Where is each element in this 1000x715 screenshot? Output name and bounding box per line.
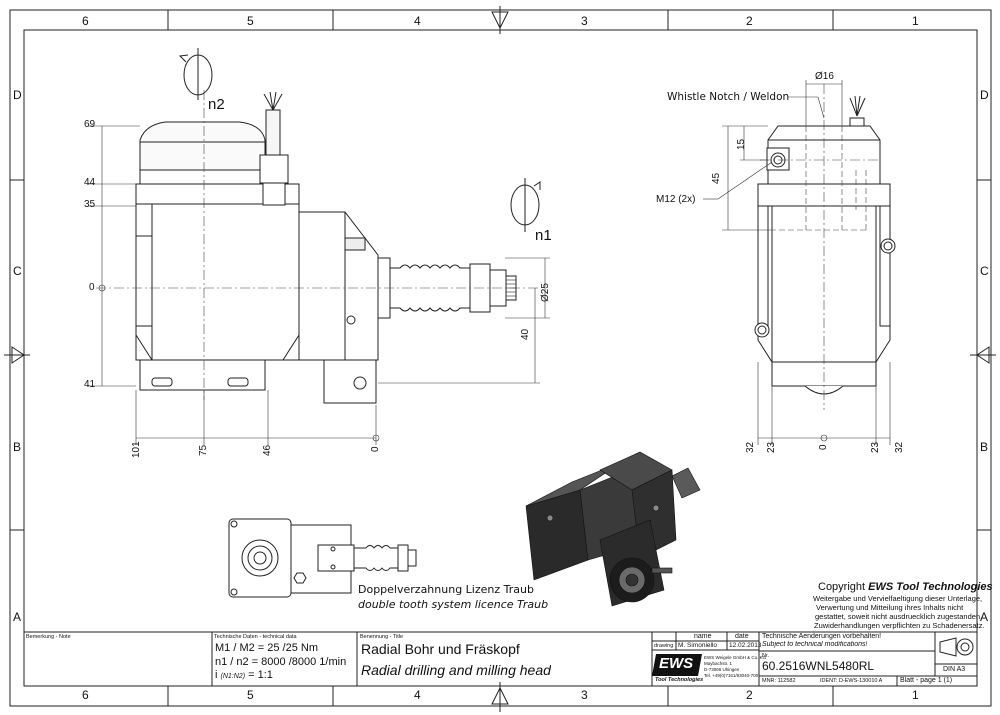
tech-row-ratio: i (N1:N2) = 1:1 [215,669,273,681]
zone-col-3-top: 3 [581,14,588,28]
change-de: Technische Aenderungen vorbehalten! [762,633,882,640]
zone-col-3-bottom: 3 [581,688,588,702]
company-line-4: Tel. +49(0)7161/93040-700 [704,673,759,678]
dim-46: 46 [262,444,273,456]
dim-phi25: Ø25 [540,283,551,302]
dim-35: 35 [84,199,96,210]
copyright-line-1: Weitergabe und Vervielfaeltigung dieser … [813,594,983,603]
dim-69: 69 [84,119,96,130]
part-number: 60.2516WNL5480RL [762,659,875,673]
ident: IDENT: D-EWS-130010 A [820,678,883,684]
projection-symbol [939,637,974,657]
zone-col-1-bottom: 1 [912,688,919,702]
n1-label: n1 [535,227,552,244]
dim-41: 41 [84,379,96,390]
double-tooth-de: Doppelverzahnung Lizenz Traub [358,583,534,596]
front-dimension-lines [88,125,550,445]
zone-col-5-top: 5 [247,14,254,28]
front-center-lines [96,90,540,400]
dim-44: 44 [84,177,96,188]
zone-row-c-right: C [980,264,989,278]
side-center-lines [760,84,880,410]
front-view [135,91,517,404]
copyright-line-4: Zuwiderhandlungen verpflichten zu Schade… [814,621,985,630]
top-view [228,518,417,598]
name-header: name [694,633,712,640]
dim-75: 75 [198,444,209,456]
dim-0-front: 0 [89,282,95,293]
side-dimension-lines [703,80,891,445]
zone-row-d-right: D [980,88,989,102]
dim-101: 101 [131,441,142,458]
zone-col-4-bottom: 4 [414,688,421,702]
dim-32-left: 32 [745,441,756,453]
zone-col-2-top: 2 [746,14,753,28]
blatt-page: Blatt - page 1 (1) [900,677,953,684]
zone-row-d-left: D [13,88,22,102]
drawer-name: M. Simoniello [678,642,718,649]
benennung-label: Benennung - Title [360,634,404,640]
title-block-lines [24,631,977,686]
zone-row-c-left: C [13,264,22,278]
dim-23-right: 23 [870,441,881,453]
title-de: Radial Bohr und Fräskopf [361,641,520,657]
date-header: date [735,633,749,640]
zone-col-1-top: 1 [912,14,919,28]
dim-0-side: 0 [818,444,829,450]
mnr: MNR: 112582 [762,678,796,684]
title-en: Radial drilling and milling head [361,662,551,678]
ews-logo [652,654,702,676]
dim-23-left: 23 [766,441,777,453]
copyright-title: Copyright EWS Tool Technologies [818,581,993,593]
zone-col-5-bottom: 5 [247,688,254,702]
tech-row-speed: n1 / n2 = 8000 /8000 1/min [215,656,347,668]
dim-15: 15 [736,138,747,150]
technische-label: Technische Daten - technical data [214,634,297,640]
copyright-line-3: gestattet, soweit nicht ausdruecklich zu… [815,612,983,621]
tech-row-torque: M1 / M2 = 25 /25 Nm [215,642,319,654]
product-render [525,451,701,607]
drawing-date: 12.02.2013 [729,642,762,649]
drawing-label: drawing [654,643,674,649]
side-hidden-lines [770,126,867,231]
nr-label: Nr. [762,653,770,659]
ews-logo-text: EWS [659,655,694,672]
double-tooth-en: double tooth system licence Traub [358,598,549,611]
dim-40: 40 [520,328,531,340]
whistle-notch-label: Whistle Notch / Weldon [667,91,790,103]
company-line-3: D-73066 Uhingen [704,667,740,672]
dim-phi16: Ø16 [815,71,834,82]
zone-row-b-right: B [980,440,989,454]
copyright-line-2: Verwertung und Mitteilung ihres Inhalts … [816,603,964,612]
zone-row-b-left: B [13,440,22,454]
bemerkung-label: Bemerkung - Note [26,634,71,640]
zone-col-4-top: 4 [414,14,421,28]
company-line-2: Maybachstr. 1 [704,661,733,666]
n2-label: n2 [208,96,225,113]
zone-row-a-left: A [13,610,22,624]
ews-logo-sub: Tool Technologies [655,677,704,683]
centering-marks [4,6,996,712]
company-line-1: EWS Weigele GmbH & Co. KG [704,655,767,660]
din-format: DIN A3 [943,666,966,673]
zone-row-a-right: A [980,610,989,624]
rotation-symbols [178,48,541,232]
zone-col-2-bottom: 2 [746,688,753,702]
dim-45: 45 [711,172,722,184]
m12-label: M12 (2x) [656,194,696,205]
side-view [754,117,896,395]
zone-col-6-bottom: 6 [82,688,89,702]
change-en: Subject to technical modifications! [762,641,868,648]
dim-32-right: 32 [894,441,905,453]
zone-col-6-top: 6 [82,14,89,28]
dim-0-bottom: 0 [370,446,381,452]
